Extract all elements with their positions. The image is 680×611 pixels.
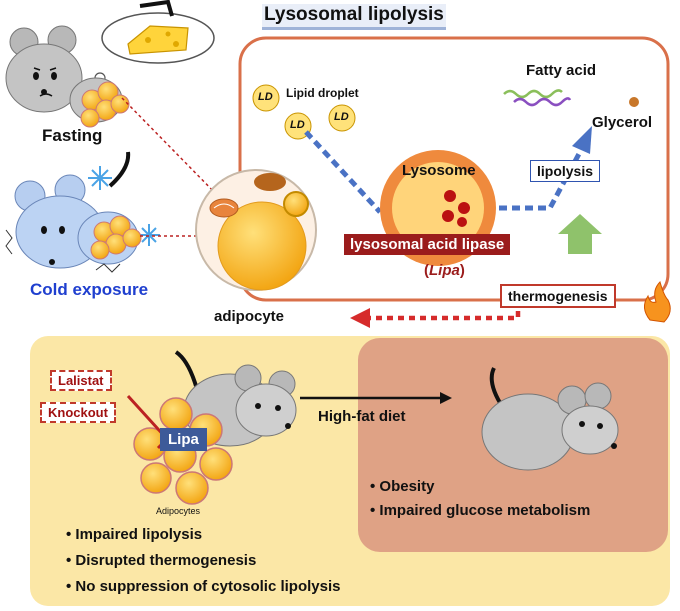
phenotype-item-1: Disrupted thermogenesis [66, 552, 256, 569]
lysosome-label: Lysosome [402, 162, 476, 179]
enzyme-label: lysosomal acid lipase [350, 236, 505, 253]
adipocytes-label: Adipocytes [156, 506, 201, 516]
lipa-label: Lipa [168, 431, 199, 448]
fatty-acid-icons [503, 89, 572, 107]
phenotype-item-0: Impaired lipolysis [66, 526, 202, 543]
lipolysis-box: lipolysis [530, 160, 601, 182]
gene-name: Lipa [429, 262, 460, 279]
adipocyte-label: adipocyte [214, 308, 285, 325]
fasting-connector [121, 97, 223, 201]
ld-label-1: LD [258, 91, 273, 103]
fasting-adipocyte-cluster [80, 81, 130, 128]
lipa-box: Lipa [160, 428, 207, 451]
lipid-droplets [252, 84, 356, 140]
high-fat-diet-label: High-fat diet [318, 408, 406, 425]
glycerol-label: Glycerol [592, 114, 653, 131]
lalistat-box: Lalistat [50, 370, 112, 391]
thought-bubble [84, 0, 215, 100]
lipolysis-arrowhead [572, 126, 592, 154]
page-title: Lysosomal lipolysis [262, 4, 446, 30]
thermo-return-arrowhead [350, 308, 370, 328]
thermo-up-arrow [558, 214, 602, 254]
flame-icon [644, 281, 671, 323]
fasting-label: Fasting [42, 126, 103, 145]
snowflake-icon [88, 166, 160, 246]
gene-close-paren: ) [459, 262, 465, 279]
glycerol-icon [629, 97, 639, 107]
cold-exposure-label: Cold exposure [30, 280, 149, 299]
ld-label-3: LD [334, 111, 349, 123]
obese-mouse [481, 367, 619, 471]
shiver-lines [5, 229, 121, 273]
cheese-icon [127, 25, 189, 55]
cold-adipocyte-cluster [90, 215, 142, 260]
gene-label: (Lipa) [424, 262, 465, 279]
fatty-acid-label: Fatty acid [526, 62, 597, 79]
large-adipocyte [195, 169, 317, 291]
thermogenesis-box: thermogenesis [500, 284, 616, 308]
lipid-droplet-label: Lipid droplet [286, 86, 359, 100]
lysosome-panel-frame [238, 36, 670, 302]
knockout-box: Knockout [40, 402, 116, 423]
gene-open-paren: ( [424, 262, 429, 279]
lipid-path [304, 130, 382, 214]
outcome-item-1: Impaired glucose metabolism [370, 502, 590, 519]
ld-label-2: LD [290, 119, 305, 131]
phenotype-item-2: No suppression of cytosolic lipolysis [66, 578, 340, 595]
hfd-arrowhead [440, 392, 452, 404]
enzyme-banner: lysosomal acid lipase [344, 234, 511, 255]
thermo-return-path [368, 300, 521, 321]
outcome-item-0: Obesity [370, 478, 434, 495]
